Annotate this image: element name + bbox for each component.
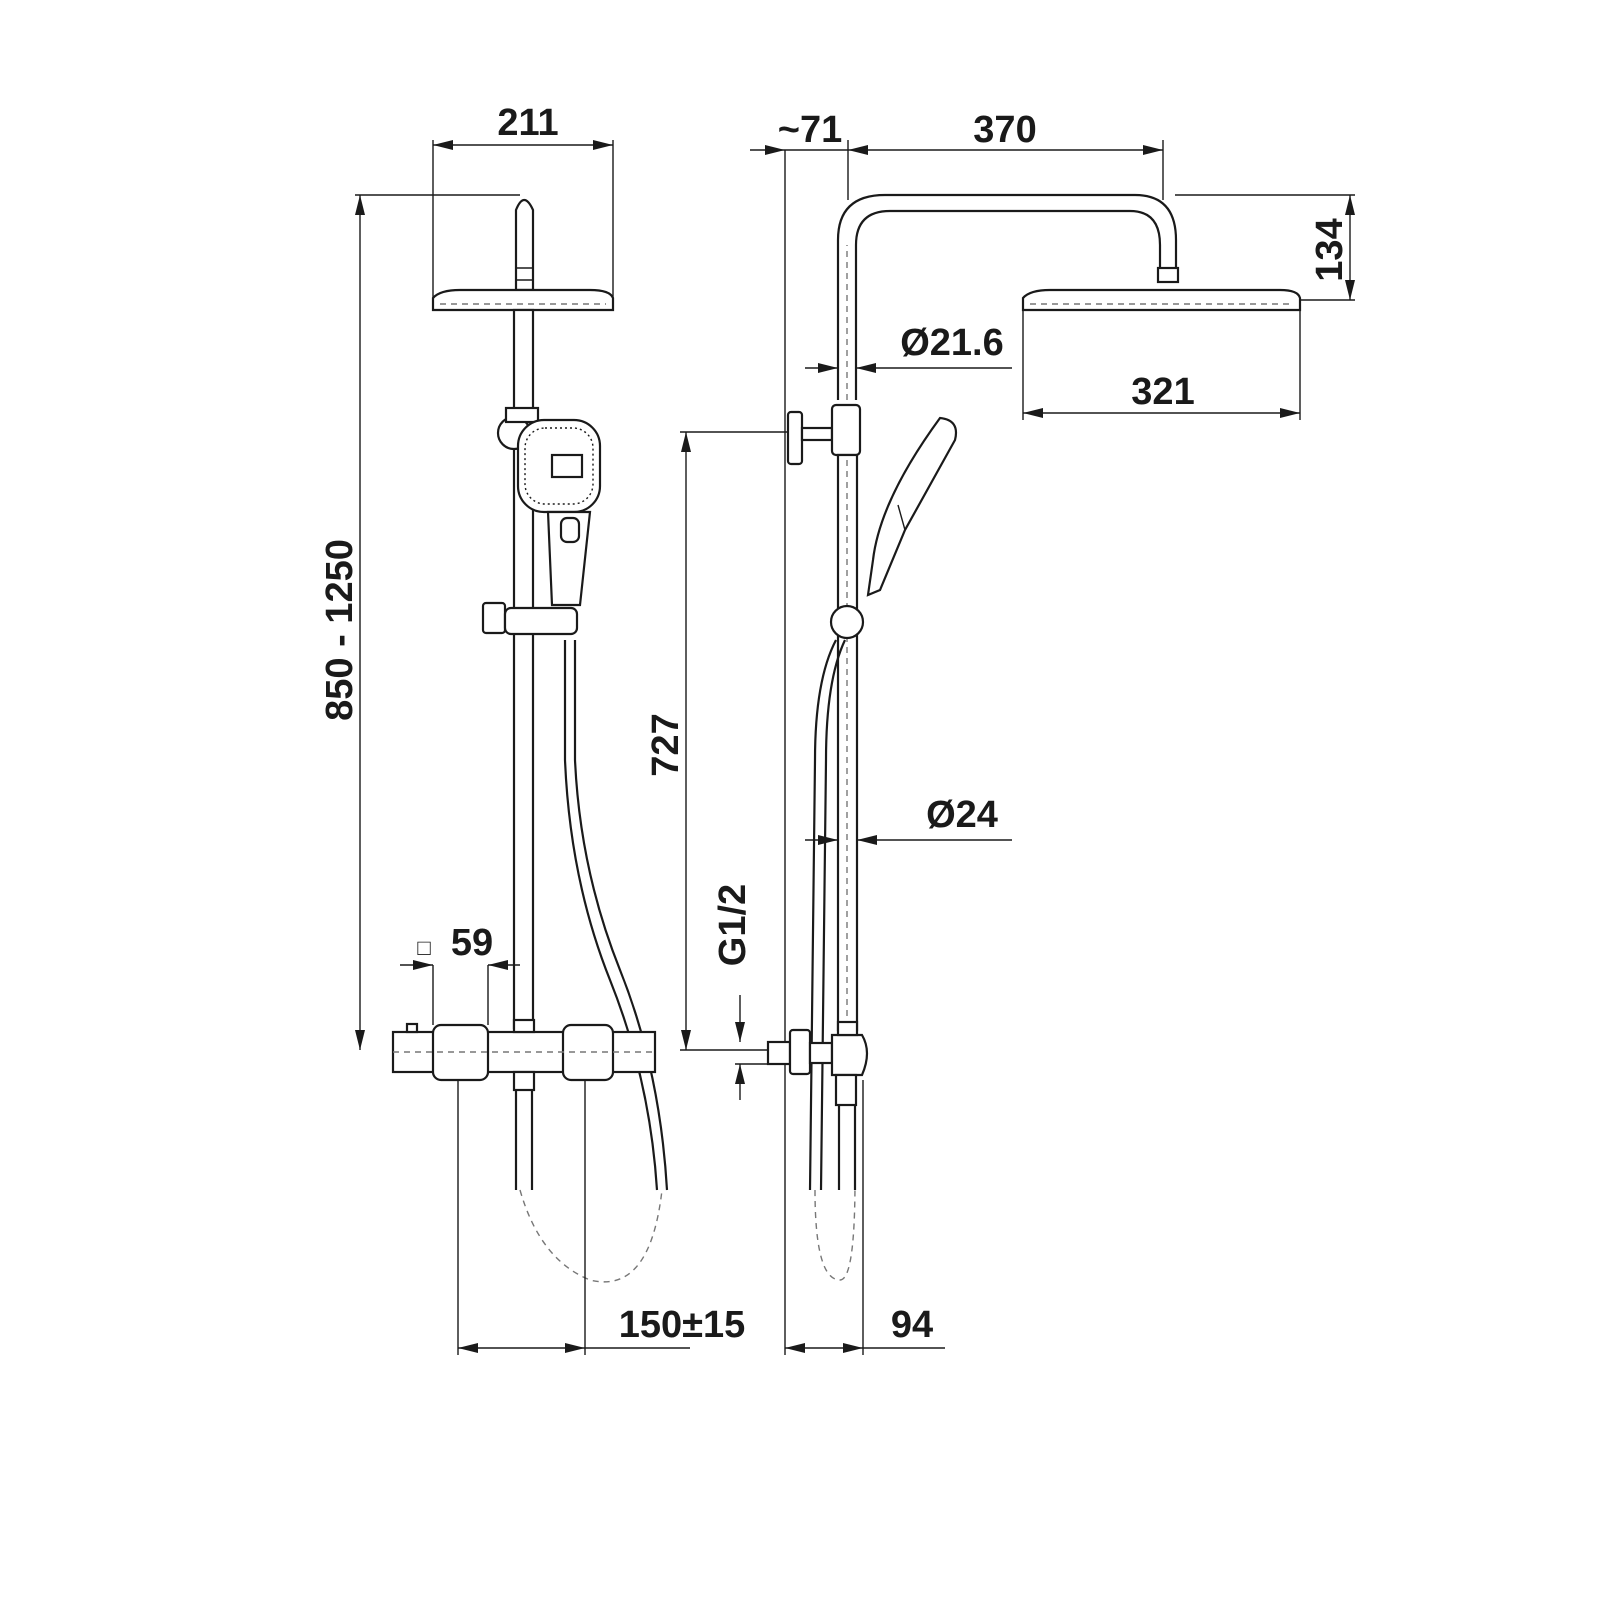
label-21-6: Ø21.6 (900, 322, 1004, 364)
dim-wall-spacing: 150±15 (457, 1080, 746, 1355)
shower-arm-side (836, 193, 1302, 400)
dim-head-height: 134 (1175, 194, 1355, 301)
dim-wall-offset: ~71 (750, 109, 848, 155)
label-370: 370 (973, 109, 1036, 151)
label-321: 321 (1131, 371, 1194, 413)
dim-head-width: 211 (432, 102, 614, 300)
hose-front (519, 640, 669, 1283)
dim-rail-diameter: Ø24 (805, 794, 1012, 845)
label-24: Ø24 (926, 794, 998, 836)
dim-head-depth: 321 (1022, 310, 1301, 420)
label-71: ~71 (778, 109, 842, 151)
overhead-shower-front (431, 198, 615, 312)
dim-thread: G1/2 (712, 884, 790, 1100)
label-150: 150±15 (619, 1304, 746, 1346)
thermostat-front (391, 1018, 657, 1190)
dim-knob: □ 59 (400, 922, 520, 1025)
label-134: 134 (1309, 218, 1351, 281)
label-211: 211 (497, 102, 558, 144)
hand-shower-front (496, 406, 602, 607)
label-59: 59 (451, 922, 493, 964)
valve-side (766, 1020, 869, 1190)
slider-front (481, 601, 579, 636)
hand-shower-side (808, 416, 958, 1281)
dim-height: 850 - 1250 (319, 194, 520, 1050)
side-view: ~71 370 134 Ø21.6 (645, 109, 1355, 1355)
front-view: 211 850 - 1250 (319, 102, 745, 1355)
label-94: 94 (891, 1304, 933, 1346)
label-727: 727 (645, 713, 687, 776)
dim-projection: 94 (785, 1080, 945, 1355)
dim-bracket-height: 727 (645, 431, 790, 1051)
label-g12: G1/2 (712, 884, 754, 966)
rail-side (786, 403, 865, 1032)
square-symbol: □ (417, 935, 430, 960)
dim-arm-diameter: Ø21.6 (805, 322, 1012, 373)
dim-arm-length: 370 (848, 109, 1163, 155)
label-850-1250: 850 - 1250 (319, 539, 361, 721)
